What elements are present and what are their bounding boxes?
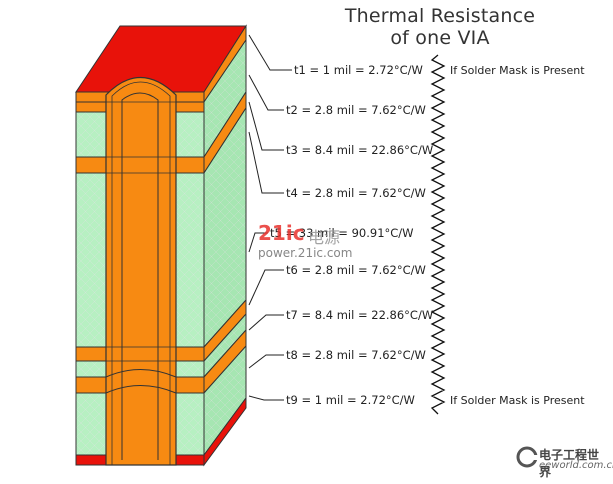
stackup-side-face xyxy=(203,24,247,467)
resistor-chain xyxy=(430,54,446,415)
label-t9: t9 = 1 mil = 2.72°C/W xyxy=(286,393,415,407)
layer-t9-side xyxy=(203,396,247,467)
label-t8: t8 = 2.8 mil = 7.62°C/W xyxy=(286,348,426,362)
note-t9: If Solder Mask is Present xyxy=(450,394,585,407)
label-t5: t5 = 33 mil = 90.91°C/W xyxy=(270,226,414,240)
watermark-url: power.21ic.com xyxy=(258,246,353,260)
eeworld-logo-icon xyxy=(516,446,538,468)
eeworld-logo: 电子工程世界 eeworld.com.cn xyxy=(517,446,613,479)
title-line-2: of one VIA xyxy=(390,27,490,49)
label-t7: t7 = 8.4 mil = 22.86°C/W xyxy=(286,308,433,322)
title-line-1: Thermal Resistance xyxy=(344,5,536,27)
layer-labels: t1 = 1 mil = 2.72°C/W If Solder Mask is … xyxy=(270,63,585,407)
note-t1: If Solder Mask is Present xyxy=(450,64,585,77)
watermark-brand-cn: 电源 xyxy=(308,228,341,247)
leader-lines xyxy=(248,34,292,401)
watermark-brand: 21ic xyxy=(258,221,305,245)
logo-cn-text: 电子工程世界 xyxy=(539,448,600,479)
label-t1: t1 = 1 mil = 2.72°C/W xyxy=(294,63,423,77)
logo-url-text: eeworld.com.cn xyxy=(539,460,613,471)
diagram-title: Thermal Resistance of one VIA xyxy=(340,5,540,49)
label-t3: t3 = 8.4 mil = 22.86°C/W xyxy=(286,143,433,157)
label-t4: t4 = 2.8 mil = 7.62°C/W xyxy=(286,186,426,200)
label-t2: t2 = 2.8 mil = 7.62°C/W xyxy=(286,103,426,117)
via-barrel xyxy=(105,76,177,466)
label-t6: t6 = 2.8 mil = 7.62°C/W xyxy=(286,263,426,277)
